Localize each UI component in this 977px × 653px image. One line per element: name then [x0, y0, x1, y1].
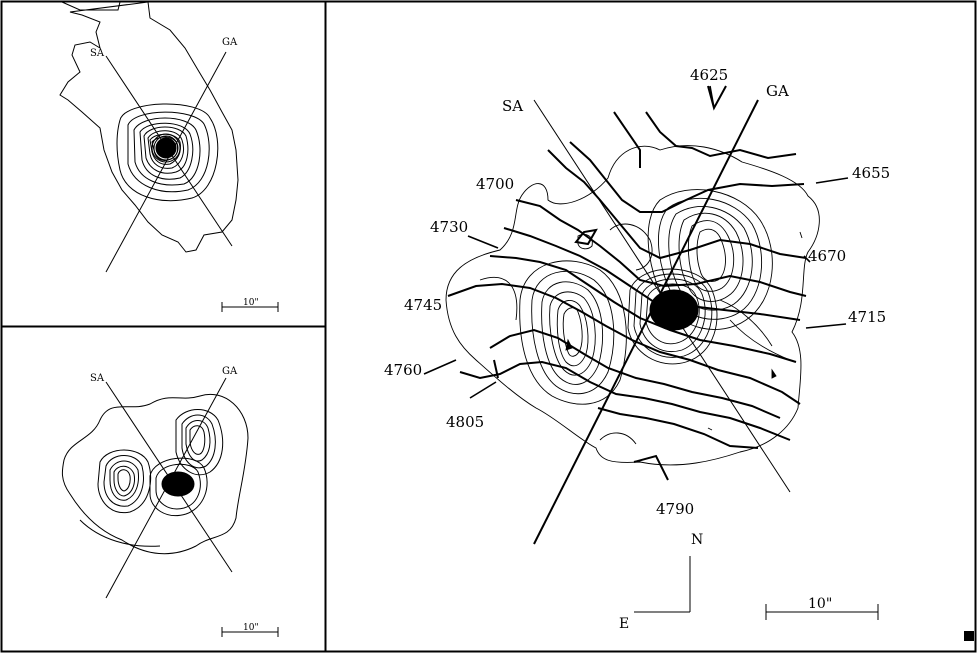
bottom-left-scale-label: 10" — [243, 623, 259, 633]
bottom-left-ga-label: GA — [222, 366, 238, 377]
bottom-left-axes — [105, 377, 233, 599]
velocity-label-4670: 4670 — [808, 247, 846, 265]
top-left-ga-label: GA — [222, 37, 238, 48]
bottom-left-scale-bar — [221, 627, 279, 637]
main-ga-axis-line — [533, 99, 759, 545]
velocity-label-4760: 4760 — [384, 361, 422, 379]
top-left-ga-axis-line — [105, 51, 227, 273]
velocity-label-4745: 4745 — [404, 296, 442, 314]
top-left-sa-label: SA — [90, 48, 105, 59]
main-sa-label: SA — [502, 97, 523, 115]
main-ga-label: GA — [766, 82, 789, 100]
top-left-scale-bar — [221, 302, 279, 312]
velocity-label-4625: 4625 — [690, 66, 728, 84]
corner-square-marker — [964, 631, 974, 641]
bottom-left-sa-axis-line — [105, 381, 233, 573]
top-left-axes — [105, 51, 233, 273]
compass — [634, 556, 691, 613]
top-left-scale-label: 10" — [243, 298, 259, 308]
compass-east-label: E — [619, 616, 629, 632]
velocity-label-4715: 4715 — [848, 308, 886, 326]
main-intensity-contours — [445, 145, 820, 466]
bottom-left-ga-axis-line — [105, 377, 227, 599]
velocity-label-4700: 4700 — [476, 175, 514, 193]
velocity-label-4655: 4655 — [852, 164, 890, 182]
velocity-label-4730: 4730 — [430, 218, 468, 236]
velocity-label-4805: 4805 — [446, 413, 484, 431]
compass-north-label: N — [691, 532, 703, 548]
main-axes — [533, 99, 791, 545]
main-isovelocity-lines — [447, 85, 807, 481]
main-sa-axis-line — [533, 99, 791, 493]
main-label-leaders — [423, 85, 849, 399]
main-scale-bar — [765, 604, 879, 620]
bottom-left-sa-label: SA — [90, 373, 105, 384]
main-scale-label: 10" — [808, 596, 832, 612]
top-left-sa-axis-line — [105, 55, 233, 247]
velocity-label-4790: 4790 — [656, 500, 694, 518]
bottom-left-contour-map — [61, 393, 249, 555]
main-panel-frame — [324, 0, 977, 653]
